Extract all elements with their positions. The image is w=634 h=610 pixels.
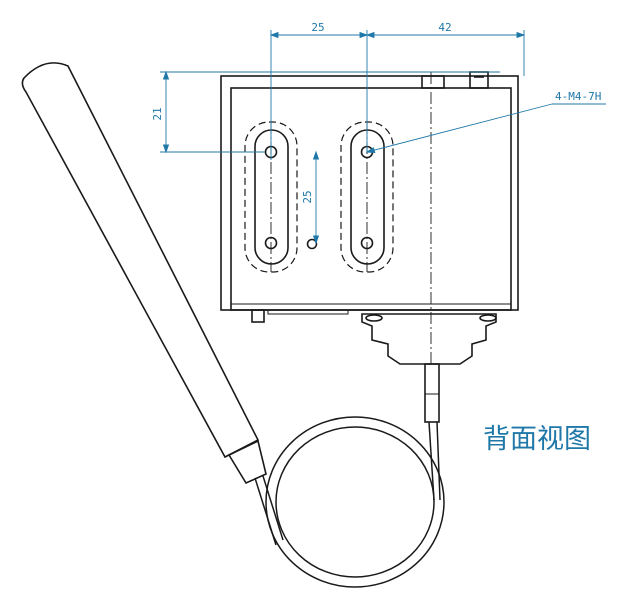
arrow-25v-top bbox=[312, 150, 320, 160]
slot-right bbox=[350, 129, 385, 265]
top-knob-small bbox=[469, 71, 489, 89]
arrow-21-bottom bbox=[162, 144, 170, 154]
thread-leader bbox=[366, 103, 553, 153]
arrow-25-left bbox=[269, 31, 279, 39]
flange-screw-right bbox=[479, 314, 497, 322]
capillary-coil bbox=[254, 416, 445, 588]
coil-inner bbox=[275, 426, 435, 578]
arrow-42-right bbox=[516, 31, 526, 39]
coil-tail-1 bbox=[428, 421, 435, 501]
mounting-slots bbox=[254, 129, 385, 265]
capillary-to-bulb-1 bbox=[262, 475, 284, 541]
arrow-42-left bbox=[365, 31, 375, 39]
capillary-stem bbox=[424, 363, 440, 423]
coil-outer bbox=[265, 416, 445, 588]
housing-inner-panel bbox=[230, 87, 512, 311]
dim-text-top-offset: 21 bbox=[151, 107, 164, 120]
slot-left bbox=[254, 129, 289, 265]
dim-text-hole-pitch-h: 25 bbox=[311, 21, 324, 34]
housing-outline bbox=[220, 71, 519, 423]
capillary-to-bulb-2 bbox=[254, 477, 277, 546]
dimension-texts: 25 42 21 25 4-M4-7H bbox=[151, 21, 601, 204]
dim-text-right-offset: 42 bbox=[438, 21, 451, 34]
sensing-bulb bbox=[21, 62, 267, 485]
dimension-lines bbox=[160, 30, 606, 245]
top-knob bbox=[421, 75, 445, 89]
small-hole bbox=[306, 238, 318, 250]
housing-outer-frame bbox=[220, 75, 519, 311]
bulb-neck bbox=[227, 439, 267, 485]
bulb-body bbox=[21, 62, 260, 459]
bottom-flange bbox=[361, 313, 497, 365]
dim-text-hole-pitch-v: 25 bbox=[301, 190, 314, 203]
thread-callout-text: 4-M4-7H bbox=[555, 90, 601, 103]
thread-leader-arrow bbox=[365, 147, 376, 154]
bottom-screw-left bbox=[251, 309, 265, 323]
arrow-25-right bbox=[359, 31, 369, 39]
slot-hidden-lines bbox=[244, 121, 394, 273]
view-title: 背面视图 bbox=[483, 424, 591, 455]
bottom-channel bbox=[267, 309, 349, 315]
flange-screw-left bbox=[365, 314, 383, 322]
arrow-21-top bbox=[162, 70, 170, 80]
arrow-25v-bottom bbox=[312, 235, 320, 245]
coil-tail-2 bbox=[436, 421, 441, 501]
